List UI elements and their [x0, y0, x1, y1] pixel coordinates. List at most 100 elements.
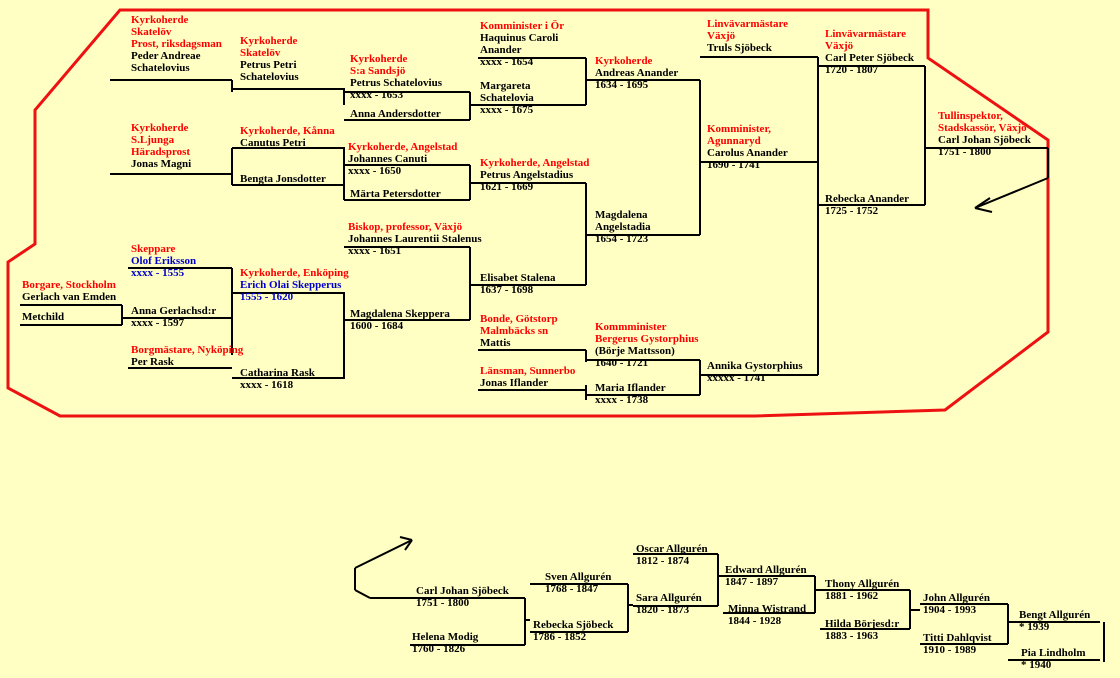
person-title: Tullinspektor, — [938, 110, 1003, 122]
person-name: Helena Modig — [412, 631, 479, 643]
person-name: Märta Petersdotter — [350, 188, 441, 200]
person-name: Carl Johan Sjöbeck — [938, 134, 1031, 146]
person-name: Sara Allgurén — [636, 592, 702, 604]
person-pia: Pia Lindholm* 1940 — [1021, 647, 1086, 671]
person-name: Oscar Allgurén — [636, 543, 708, 555]
ancestry-border — [6, 8, 1050, 418]
person-name: Erich Olai Skepperus — [240, 279, 342, 291]
person-title: Skeppare — [131, 243, 176, 255]
person-name: Margareta — [480, 80, 531, 92]
person-dates: xxxxx - 1741 — [707, 372, 766, 384]
person-dates: 1904 - 1993 — [923, 604, 977, 616]
person-dates: 1768 - 1847 — [545, 583, 599, 595]
person-dates: xxxx - 1654 — [480, 56, 534, 68]
person-name: Maria Iflander — [595, 382, 666, 394]
person-name: (Börje Mattsson) — [595, 345, 675, 357]
person-name: Carolus Anander — [707, 147, 788, 159]
person-marta: Märta Petersdotter — [350, 188, 441, 200]
person-dates: 1725 - 1752 — [825, 205, 879, 217]
person-dates: 1786 - 1852 — [533, 631, 587, 643]
person-name: Olof Eriksson — [131, 255, 197, 267]
person-dates: xxxx - 1738 — [595, 394, 649, 406]
person-name: Metchild — [22, 311, 65, 323]
person-title: Kyrkoherde — [595, 55, 653, 67]
person-title: Kyrkoherde — [240, 35, 298, 47]
person-name: Johannes Canuti — [348, 153, 428, 165]
person-dates: 1637 - 1698 — [480, 284, 534, 296]
person-dates: 1844 - 1928 — [728, 615, 782, 627]
person-name: Schatelovius — [131, 62, 190, 74]
person-title: Växjö — [707, 30, 736, 42]
person-bengta: Bengta Jonsdotter — [240, 173, 326, 185]
person-title: Kommminister — [595, 321, 667, 333]
person-name: Magdalena — [595, 209, 648, 221]
person-name: Peder Andreae — [131, 50, 201, 62]
person-name: Petrus Petri — [240, 59, 297, 71]
person-dates: 1634 - 1695 — [595, 79, 649, 91]
person-anna-andersdotter: Anna Andersdotter — [350, 108, 441, 120]
person-bengt: Bengt Allgurén* 1939 — [1019, 609, 1090, 633]
person-dates: 1881 - 1962 — [825, 590, 879, 602]
person-title: Komminister, — [707, 123, 772, 135]
person-name: Anander — [480, 44, 522, 56]
person-title: Länsman, Sunnerbo — [480, 365, 576, 377]
person-title: S:a Sandsjö — [350, 65, 406, 77]
person-name: Bengt Allgurén — [1019, 609, 1091, 621]
person-title: Borgare, Stockholm — [22, 279, 116, 291]
person-dates: 1621 - 1669 — [480, 181, 534, 193]
person-title: Växjö — [825, 40, 854, 52]
person-title: Kyrkoherde — [131, 122, 189, 134]
person-name: Petrus Schatelovius — [350, 77, 442, 89]
person-dates: 1600 - 1684 — [350, 320, 404, 332]
person-dates: 1760 - 1826 — [412, 643, 466, 655]
person-name: Per Rask — [131, 356, 174, 368]
person-name: Anna Gerlachsd:r — [131, 305, 217, 317]
person-name: Elisabet Stalena — [480, 272, 556, 284]
person-title: Kyrkoherde — [350, 53, 408, 65]
person-title: S.Ljunga — [131, 134, 175, 146]
person-name: Johannes Laurentii Stalenus — [348, 233, 482, 245]
person-title: Biskop, professor, Växjö — [348, 221, 463, 233]
person-title: Stadskassör, Växjö — [938, 122, 1027, 134]
person-name: John Allgurén — [923, 592, 990, 604]
person-name: Annika Gystorphius — [707, 360, 803, 372]
person-dates: xxxx - 1618 — [240, 379, 294, 391]
person-name: Edward Allgurén — [725, 564, 807, 576]
person-name: Thony Allgurén — [825, 578, 900, 590]
person-dates: xxxx - 1653 — [350, 89, 404, 101]
person-title: Kyrkoherde, Angelstad — [480, 157, 590, 169]
person-name: Andreas Anander — [595, 67, 679, 79]
person-title: Borgmästare, Nyköping — [131, 344, 244, 356]
person-title: Bergerus Gystorphius — [595, 333, 699, 345]
person-title: Kyrkoherde, Kånna — [240, 125, 335, 137]
person-dates: 1751 - 1800 — [416, 597, 470, 609]
person-name: Jonas Iflander — [480, 377, 549, 389]
person-dates: 1690 - 1741 — [707, 159, 761, 171]
person-title: Prost, riksdagsman — [131, 38, 222, 50]
person-title: Bonde, Götstorp — [480, 313, 558, 325]
person-title: Häradsprost — [131, 146, 191, 158]
